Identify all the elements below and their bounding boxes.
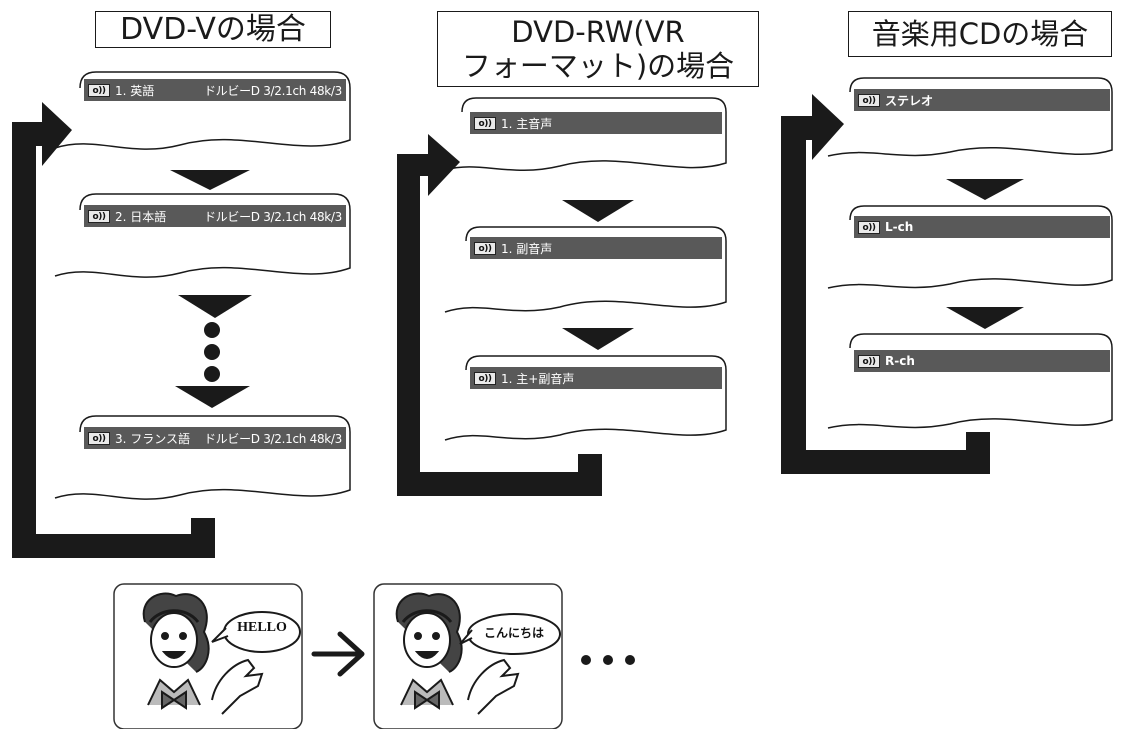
dvd-rw-audio-bar-3: o)) 1. 主+副音声 <box>470 367 722 389</box>
audio-icon: o)) <box>474 241 496 255</box>
cd-arrow-down-1 <box>946 179 1024 200</box>
woman-icon <box>395 592 520 715</box>
format-label: ドルビーD 3/2.1ch 48k/3 <box>203 431 342 446</box>
dvd-v-arrow-down-3 <box>175 386 250 408</box>
cd-screen-3 <box>827 333 1113 429</box>
dvd-rw-arrow-down-1 <box>562 200 634 222</box>
audio-icon: o)) <box>858 93 880 107</box>
audio-icon: o)) <box>858 354 880 368</box>
dvd-rw-audio-bar-1: o)) 1. 主音声 <box>470 112 722 134</box>
dvd-rw-header-line-2: フォーマット)の場合 <box>461 49 735 83</box>
dvd-rw-header: DVD-RW(VR フォーマット)の場合 <box>437 11 759 87</box>
cd-audio-bar-2: o)) L-ch <box>854 216 1110 238</box>
dvd-v-ellipsis-dot <box>204 344 220 360</box>
audio-icon: o)) <box>88 83 110 97</box>
track-label: 1. 主+副音声 <box>501 371 575 386</box>
dvd-v-audio-bar-1: o)) 1. 英語 ドルビーD 3/2.1ch 48k/3 <box>84 79 346 101</box>
woman-icon <box>142 592 264 715</box>
cd-audio-bar-1: o)) ステレオ <box>854 89 1110 111</box>
track-label: L-ch <box>885 220 914 234</box>
dvd-v-ellipsis-dot <box>204 322 220 338</box>
audio-icon: o)) <box>858 220 880 234</box>
cd-header-label: 音楽用CDの場合 <box>871 17 1089 51</box>
ellipsis-dot <box>603 655 613 665</box>
track-label: 1. 主音声 <box>501 116 553 131</box>
dvd-v-audio-bar-2: o)) 2. 日本語 ドルビーD 3/2.1ch 48k/3 <box>84 205 346 227</box>
track-label: 2. 日本語 <box>115 209 167 224</box>
track-label: R-ch <box>885 354 915 368</box>
dvd-rw-loop-arrow <box>397 134 602 496</box>
dvd-rw-screen-1 <box>444 97 727 172</box>
speech-text-hello: HELLO <box>237 620 287 635</box>
dvd-v-loop-arrow <box>12 102 215 558</box>
dvd-v-header-label: DVD-Vの場合 <box>120 12 306 47</box>
dvd-rw-header-line-1: DVD-RW(VR <box>511 15 685 49</box>
cd-arrow-down-2 <box>946 307 1024 329</box>
dvd-rw-audio-bar-2: o)) 1. 副音声 <box>470 237 722 259</box>
speech-text-konnichiwa: こんにちは <box>483 626 544 640</box>
audio-icon: o)) <box>88 209 110 223</box>
track-label: 3. フランス語 <box>115 431 191 446</box>
ellipsis-dot <box>625 655 635 665</box>
arrow-right-icon <box>311 631 365 677</box>
dvd-rw-arrow-down-2 <box>562 328 634 350</box>
illustration-before <box>113 583 303 729</box>
track-label: ステレオ <box>885 93 934 108</box>
ellipsis-dot <box>581 655 591 665</box>
cd-audio-bar-3: o)) R-ch <box>854 350 1110 372</box>
dvd-v-header: DVD-Vの場合 <box>95 11 331 48</box>
cd-header: 音楽用CDの場合 <box>848 11 1112 57</box>
format-label: ドルビーD 3/2.1ch 48k/3 <box>203 209 342 224</box>
dvd-v-arrow-down-2 <box>178 295 252 318</box>
cd-loop-arrow <box>781 94 990 474</box>
dvd-v-arrow-down-1 <box>170 170 250 190</box>
audio-icon: o)) <box>474 116 496 130</box>
audio-icon: o)) <box>88 431 110 445</box>
dvd-v-ellipsis-dot <box>204 366 220 382</box>
format-label: ドルビーD 3/2.1ch 48k/3 <box>203 83 342 98</box>
illustration-after <box>373 583 563 729</box>
audio-icon: o)) <box>474 371 496 385</box>
track-label: 1. 英語 <box>115 83 155 98</box>
dvd-v-audio-bar-3: o)) 3. フランス語 ドルビーD 3/2.1ch 48k/3 <box>84 427 346 449</box>
track-label: 1. 副音声 <box>501 241 553 256</box>
